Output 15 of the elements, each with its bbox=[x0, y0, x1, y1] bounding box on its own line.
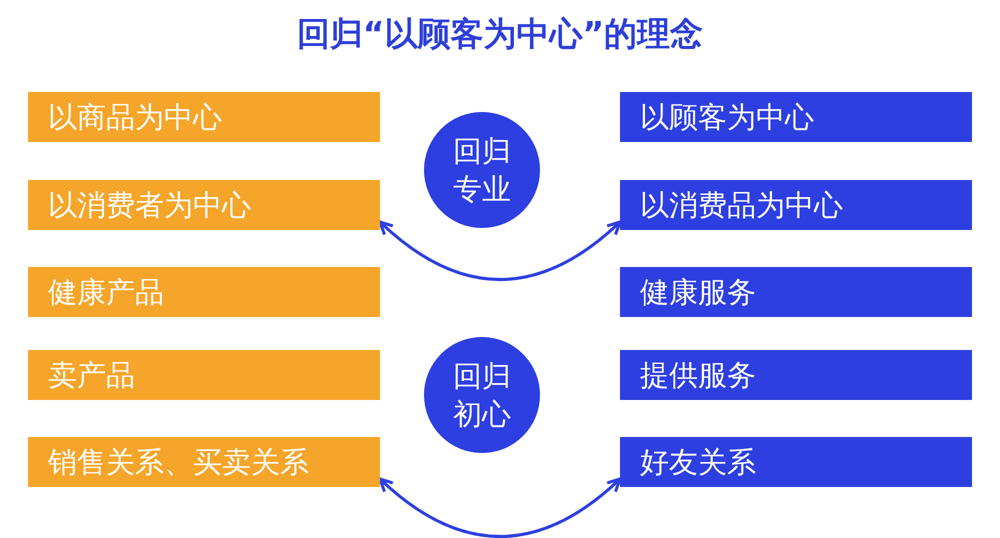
label-bar: 以消费者为中心 bbox=[28, 180, 380, 230]
label-bar: 好友关系 bbox=[620, 437, 972, 487]
curved-arrow bbox=[378, 478, 622, 538]
label-bar: 以消费品为中心 bbox=[620, 180, 972, 230]
label-bar: 健康产品 bbox=[28, 267, 380, 317]
curved-arrow bbox=[378, 220, 622, 281]
title: 回归“以顾客为中心”的理念 bbox=[296, 13, 704, 55]
label-bar: 以商品为中心 bbox=[28, 92, 380, 142]
label-bar: 以顾客为中心 bbox=[620, 92, 972, 142]
circle-node: 回归初心 bbox=[424, 337, 540, 453]
label-bar: 健康服务 bbox=[620, 267, 972, 317]
label-bar: 卖产品 bbox=[28, 350, 380, 400]
label-bar: 提供服务 bbox=[620, 350, 972, 400]
circle-node: 回归专业 bbox=[424, 112, 540, 228]
label-bar: 销售关系、买卖关系 bbox=[28, 437, 380, 487]
